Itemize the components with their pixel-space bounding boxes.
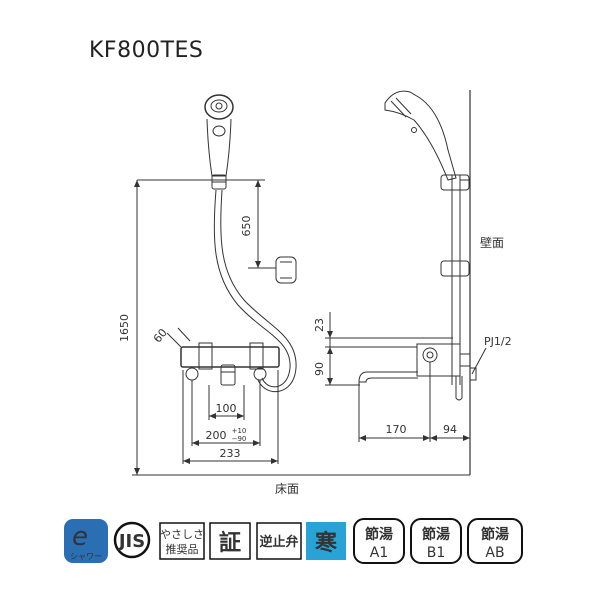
jis-badge: JIS <box>113 521 151 559</box>
hook-side <box>440 260 470 277</box>
check-valve-badge: 逆止弁 <box>256 522 302 560</box>
dim-170: 170 <box>386 423 407 436</box>
svg-text:やさしさ: やさしさ <box>160 528 204 541</box>
dim-23: 23 <box>313 318 326 332</box>
svg-text:e: e <box>72 522 88 552</box>
svg-text:証: 証 <box>219 530 241 556</box>
water-saving-a1-badge: 節湯 A1 <box>353 518 405 564</box>
svg-text:逆止弁: 逆止弁 <box>259 534 298 550</box>
svg-text:B1: B1 <box>427 545 446 561</box>
gentle-recommended-badge: やさしさ 推奨品 <box>159 522 205 560</box>
model-number: KF800TES <box>89 38 204 63</box>
svg-text:節湯: 節湯 <box>422 526 450 543</box>
eco-shower-badge: e シャワー <box>64 519 108 563</box>
svg-text:A1: A1 <box>370 545 388 561</box>
mixer-body-side <box>416 343 477 401</box>
dim-233: 233 <box>220 447 241 460</box>
dim-100: 100 <box>216 402 237 415</box>
svg-text:節湯: 節湯 <box>365 526 393 543</box>
water-saving-ab-badge: 節湯 AB <box>467 518 523 564</box>
mixer-body-front <box>180 342 280 386</box>
dim-200-tolerance-plus: +10 <box>232 427 247 435</box>
slide-holder-side <box>440 174 470 191</box>
svg-text:シャワー: シャワー <box>70 552 102 561</box>
certified-badge: 証 <box>209 522 251 560</box>
dim-90: 90 <box>313 362 326 376</box>
svg-text:推奨品: 推奨品 <box>166 542 199 556</box>
shower-head-front <box>204 94 234 177</box>
svg-text:節湯: 節湯 <box>481 526 509 543</box>
dim-94: 94 <box>443 423 457 436</box>
svg-text:寒: 寒 <box>315 530 337 556</box>
dim-200-tolerance-minus: −90 <box>232 435 247 443</box>
dim-1650: 1650 <box>118 314 131 342</box>
wall-hook-front <box>275 256 297 284</box>
spout-side <box>358 371 418 383</box>
hose-front <box>213 189 291 388</box>
svg-text:AB: AB <box>485 545 504 561</box>
dim-650: 650 <box>240 216 253 237</box>
pipe-thread-label: PJ1/2 <box>484 335 512 348</box>
dim-200: 200 <box>206 429 227 442</box>
water-saving-b1-badge: 節湯 B1 <box>410 518 462 564</box>
cold-region-badge: 寒 <box>306 522 346 560</box>
svg-text:JIS: JIS <box>117 531 145 552</box>
wall-label: 壁面 <box>480 235 504 250</box>
floor-label: 床面 <box>275 482 299 496</box>
